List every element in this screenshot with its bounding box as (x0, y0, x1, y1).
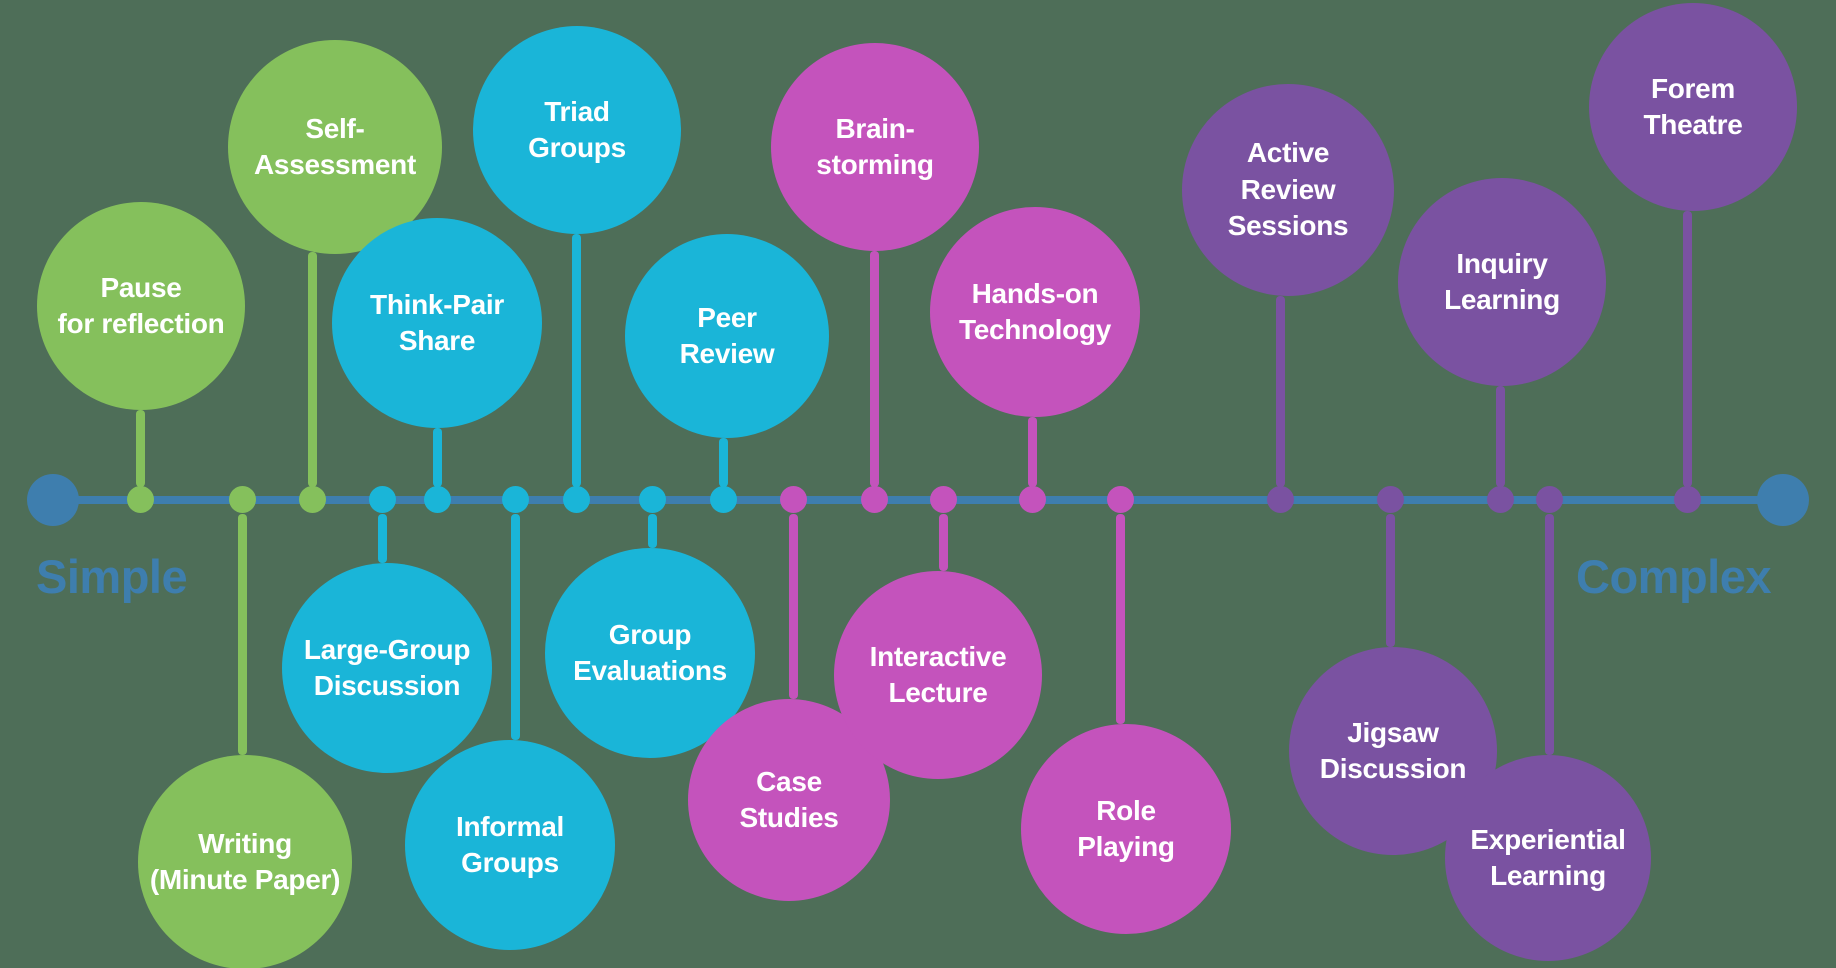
connector-group-evaluations (648, 514, 657, 548)
bubble-label: Pause for reflection (57, 271, 225, 339)
connector-large-group-discussion (378, 514, 387, 563)
bubble-interactive-lecture: Interactive Lecture (834, 571, 1042, 779)
connector-forem-theatre (1683, 211, 1692, 487)
timeline-dot (502, 486, 529, 513)
bubble-label: Think-Pair Share (370, 288, 504, 356)
timeline-dot (639, 486, 666, 513)
bubble-label: Active Review Sessions (1227, 137, 1349, 242)
connector-interactive-lecture (939, 514, 948, 571)
timeline-start-node (27, 474, 79, 526)
bubble-hands-on-technology: Hands-on Technology (930, 207, 1140, 417)
bubble-label: Inquiry Learning (1444, 247, 1560, 315)
bubble-pause-for-reflection: Pause for reflection (37, 202, 245, 410)
timeline-line (53, 496, 1783, 504)
timeline-dot (780, 486, 807, 513)
connector-case-studies (789, 514, 798, 699)
timeline-dot (369, 486, 396, 513)
bubble-label: Triad Groups (528, 95, 626, 163)
timeline-dot (861, 486, 888, 513)
bubble-label: Hands-on Technology (958, 277, 1112, 345)
timeline-dot (1487, 486, 1514, 513)
timeline-dot (424, 486, 451, 513)
bubble-peer-review: Peer Review (625, 234, 829, 438)
axis-label-simple: Simple (36, 550, 188, 603)
bubble-informal-groups: Informal Groups (405, 740, 615, 950)
timeline-dot (299, 486, 326, 513)
connector-self-assessment (308, 252, 317, 487)
bubble-label: Interactive Lecture (869, 640, 1007, 708)
bubble-label: Brain- storming (816, 112, 934, 180)
bubble-label: Writing (Minute Paper) (149, 827, 341, 895)
connector-role-playing (1116, 514, 1125, 724)
bubble-writing-minute-paper: Writing (Minute Paper) (138, 755, 352, 968)
bubble-group-evaluations: Group Evaluations (545, 548, 755, 758)
bubble-label: Forem Theatre (1643, 72, 1743, 140)
timeline-end-node (1757, 474, 1809, 526)
connector-writing-minute-paper (238, 514, 247, 755)
bubble-label: Peer Review (679, 301, 775, 369)
bubble-large-group-discussion: Large-Group Discussion (282, 563, 492, 773)
connector-pause-for-reflection (136, 410, 145, 487)
connector-triad-groups (572, 234, 581, 487)
bubble-inquiry-learning: Inquiry Learning (1398, 178, 1606, 386)
connector-informal-groups (511, 514, 520, 740)
connector-peer-review (719, 438, 728, 487)
bubble-label: Experiential Learning (1470, 823, 1626, 891)
connector-active-review-sessions (1276, 296, 1285, 487)
bubble-think-pair-share: Think-Pair Share (332, 218, 542, 428)
bubble-experiential-learning: Experiential Learning (1445, 755, 1651, 961)
connector-hands-on-technology (1028, 417, 1037, 487)
bubble-triad-groups: Triad Groups (473, 26, 681, 234)
bubble-role-playing: Role Playing (1021, 724, 1231, 934)
timeline-dot (127, 486, 154, 513)
connector-jigsaw-discussion (1386, 514, 1395, 647)
bubble-label: Group Evaluations (573, 618, 727, 686)
timeline-dot (1267, 486, 1294, 513)
timeline-dot (1107, 486, 1134, 513)
bubble-label: Jigsaw Discussion (1319, 716, 1467, 784)
bubble-brainstorming: Brain- storming (771, 43, 979, 251)
timeline-dot (930, 486, 957, 513)
bubble-label: Self- Assessment (254, 112, 416, 180)
timeline-dot (1536, 486, 1563, 513)
timeline-dot (1019, 486, 1046, 513)
connector-think-pair-share (433, 428, 442, 487)
bubble-label: Large-Group Discussion (303, 633, 471, 701)
bubble-forem-theatre: Forem Theatre (1589, 3, 1797, 211)
connector-brainstorming (870, 251, 879, 487)
timeline-dot (1674, 486, 1701, 513)
bubble-label: Role Playing (1077, 794, 1175, 862)
timeline-dot (1377, 486, 1404, 513)
connector-inquiry-learning (1496, 386, 1505, 487)
connector-experiential-learning (1545, 514, 1554, 755)
timeline-dot (563, 486, 590, 513)
bubble-label: Informal Groups (455, 810, 565, 878)
timeline-dot (710, 486, 737, 513)
axis-label-complex: Complex (1576, 550, 1772, 603)
bubble-label: Case Studies (739, 765, 839, 833)
timeline-dot (229, 486, 256, 513)
bubble-active-review-sessions: Active Review Sessions (1182, 84, 1394, 296)
bubble-self-assessment: Self- Assessment (228, 40, 442, 254)
